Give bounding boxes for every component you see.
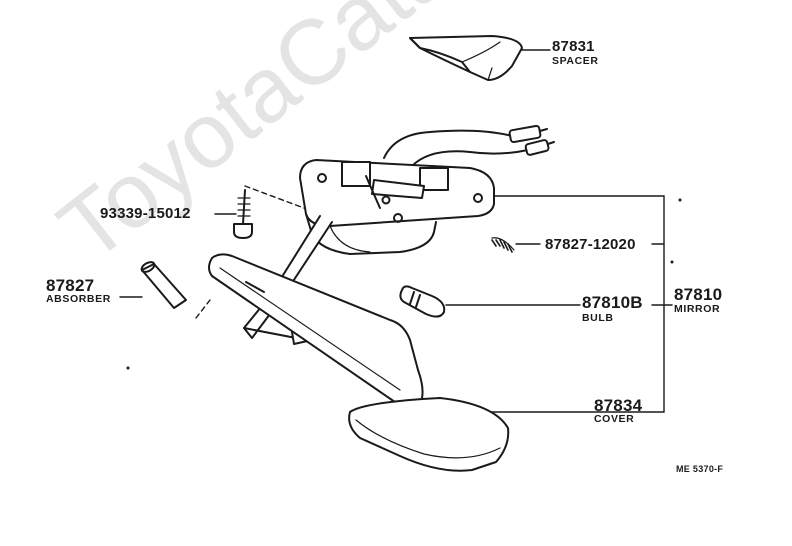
screw-part: [233, 189, 253, 239]
bulb-number: 87810B: [582, 293, 643, 312]
bulb-part: [399, 285, 446, 318]
spacer-name: SPACER: [552, 55, 599, 67]
screw-number: 93339-15012: [100, 205, 191, 222]
absorber-name: ABSORBER: [46, 293, 111, 305]
cover-name: COVER: [594, 413, 635, 425]
spacer-number: 87831: [552, 38, 595, 55]
mount-base: [299, 159, 495, 255]
figure-code: ME 5370-F: [676, 464, 724, 474]
cover-part: [348, 397, 510, 472]
spacer-part: [409, 35, 523, 81]
absorber-number: 87827: [46, 276, 95, 295]
mirror-body: [208, 253, 424, 410]
cover-number: 87834: [594, 396, 643, 415]
bulb-name: BULB: [582, 312, 614, 324]
leader-lines: [119, 49, 673, 413]
mirror-name: MIRROR: [674, 303, 721, 315]
spring-part: [491, 237, 515, 253]
wire-harness: [383, 124, 555, 167]
absorber-part: [140, 261, 187, 309]
spring-number: 87827-12020: [545, 236, 636, 253]
mirror-number: 87810: [674, 285, 723, 304]
